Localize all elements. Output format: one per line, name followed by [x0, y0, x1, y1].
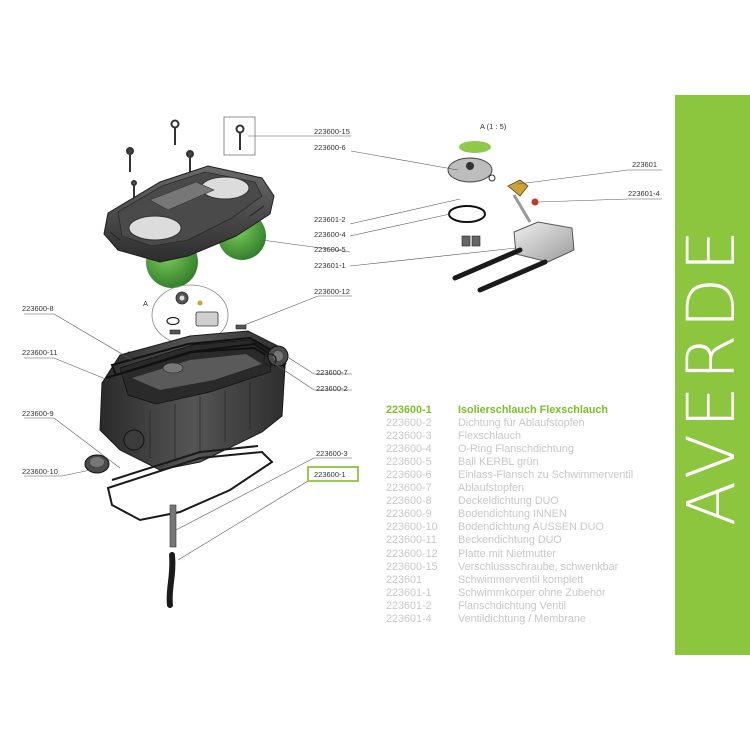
parts-list-item: 223600-8 Deckeldichtung DUO: [386, 495, 633, 508]
part-name: Platte mit Nietmutter: [458, 547, 556, 560]
basin-body: [99, 330, 287, 471]
brand-band: [675, 95, 750, 655]
part-name: Dichtung für Ablaufstopfen: [458, 417, 585, 430]
part-code: 223600-12: [386, 547, 438, 560]
callout-223600-4: 223600-4: [314, 230, 346, 239]
parts-list-item: 223600-3 Flexschlauch: [386, 430, 633, 443]
callout-highlight-box: [307, 466, 359, 482]
callout-223600-6: 223600-6: [314, 143, 346, 152]
part-code: 223601-1: [386, 586, 432, 599]
callout-labels: A (1 : 5) A 223600-15 223600-6 223601 22…: [22, 122, 660, 479]
callout-223601-4: 223601-4: [628, 189, 660, 198]
part-name: Ablaufstopfen: [458, 482, 525, 495]
part-code: 223601-4: [386, 612, 432, 625]
part-code: 223600-8: [386, 495, 432, 508]
callout-223600-11: 223600-11: [22, 348, 57, 357]
parts-list-item: 223600-15 Verschlussschraube, schwenkbar: [386, 561, 633, 574]
part-name: Ventildichtung / Membrane: [458, 612, 586, 625]
parts-list-item: 223600-10 Bodendichtung AUSSEN DUO: [386, 521, 633, 534]
part-code: 223600-7: [386, 482, 432, 495]
callout-223600-2: 223600-2: [316, 384, 348, 393]
callout-223600-8: 223600-8: [22, 304, 54, 313]
part-name: Bodendichtung AUSSEN DUO: [458, 521, 604, 534]
callout-223600-12: 223600-12: [314, 287, 350, 296]
part-name: O-Ring Flanschdichtung: [458, 443, 574, 456]
callout-223600-7: 223600-7: [316, 368, 348, 377]
part-name: Schwimmerventil komplett: [458, 573, 584, 586]
part-code: 223600-4: [386, 443, 432, 456]
part-code: 223600-2: [386, 417, 432, 430]
swivel-screws: [126, 116, 256, 198]
part-code: 223600-15: [386, 560, 438, 573]
part-name: Schwimmkörper ohne Zubehör: [458, 586, 606, 599]
part-code: 223600-1: [386, 404, 432, 416]
bottom-plug: [84, 454, 110, 474]
brand-logo: AVERDE: [673, 223, 750, 527]
parts-list-item: 223601-4 Ventildichtung / Membrane: [386, 613, 633, 626]
part-name: Verschlussschraube, schwenkbar: [458, 560, 619, 573]
part-code: 223600-11: [386, 534, 437, 547]
parts-list-item: 223600-6 Einlass-Flansch zu Schwimmervent…: [386, 469, 633, 482]
detail-marker: A: [143, 299, 148, 308]
detail-a-parts: [127, 284, 247, 357]
part-name: Deckeldichtung DUO: [458, 495, 559, 508]
part-name: Beckendichtung DUO: [458, 534, 562, 547]
part-name: Ball KERBL grün: [458, 456, 539, 469]
parts-list-item: 223600-7 Ablaufstopfen: [386, 482, 633, 495]
callout-223600-3: 223600-3: [316, 449, 348, 458]
parts-list-item: 223600-9 Bodendichtung INNEN: [386, 508, 633, 521]
callout-223600-15: 223600-15: [314, 127, 350, 136]
part-code: 223600-3: [386, 430, 432, 443]
flex-hose: [166, 504, 177, 608]
parts-list-item: 223601-2 Flanschdichtung Ventil: [386, 600, 633, 613]
callout-223601-2: 223601-2: [314, 215, 346, 224]
part-name: Flanschdichtung Ventil: [458, 599, 567, 612]
callout-223601: 223601: [632, 160, 657, 169]
parts-list-item: 223600-11 Beckendichtung DUO: [386, 534, 633, 547]
parts-list-item: 223600-2 Dichtung für Ablaufstopfen: [386, 417, 633, 430]
parts-list-item: 223600-12 Platte mit Nietmutter: [386, 548, 633, 561]
part-code: 223601-2: [386, 599, 432, 612]
callout-223600-10: 223600-10: [22, 467, 58, 476]
part-code: 223600-6: [386, 469, 432, 482]
callout-223601-1: 223601-1: [314, 261, 346, 270]
bottom-seals: [106, 445, 274, 522]
detail-view-label: A (1 : 5): [480, 122, 507, 131]
part-code: 223601: [386, 573, 423, 586]
parts-list-item: 223600-4 O-Ring Flanschdichtung: [386, 443, 633, 456]
parts-list-item: 223600-1 Isolierschlauch Flexschlauch: [386, 404, 633, 417]
lid-assembly: [103, 165, 275, 288]
part-code: 223600-9: [386, 508, 432, 521]
callout-223600-1: 223600-1: [314, 470, 346, 479]
part-name: Flexschlauch: [458, 430, 522, 443]
part-code: 223600-10: [386, 521, 438, 534]
part-code: 223600-5: [386, 456, 432, 469]
part-name: Einlass-Flansch zu Schwimmerventil: [458, 469, 634, 482]
parts-list-item: 223601-1 Schwimmkörper ohne Zubehör: [386, 587, 633, 600]
parts-list-item: 223600-5 Ball KERBL grün: [386, 456, 633, 469]
part-name: Isolierschlauch Flexschlauch: [458, 404, 609, 416]
part-name: Bodendichtung INNEN: [458, 508, 567, 521]
leader-lines: [24, 135, 662, 561]
callout-223600-5: 223600-5: [314, 245, 346, 254]
detail-a-view: [447, 141, 575, 293]
parts-list: 223600-1 Isolierschlauch Flexschlauch 223…: [386, 404, 633, 626]
parts-list-item: 223601 Schwimmerventil komplett: [386, 574, 633, 587]
callout-223600-9: 223600-9: [22, 409, 54, 418]
